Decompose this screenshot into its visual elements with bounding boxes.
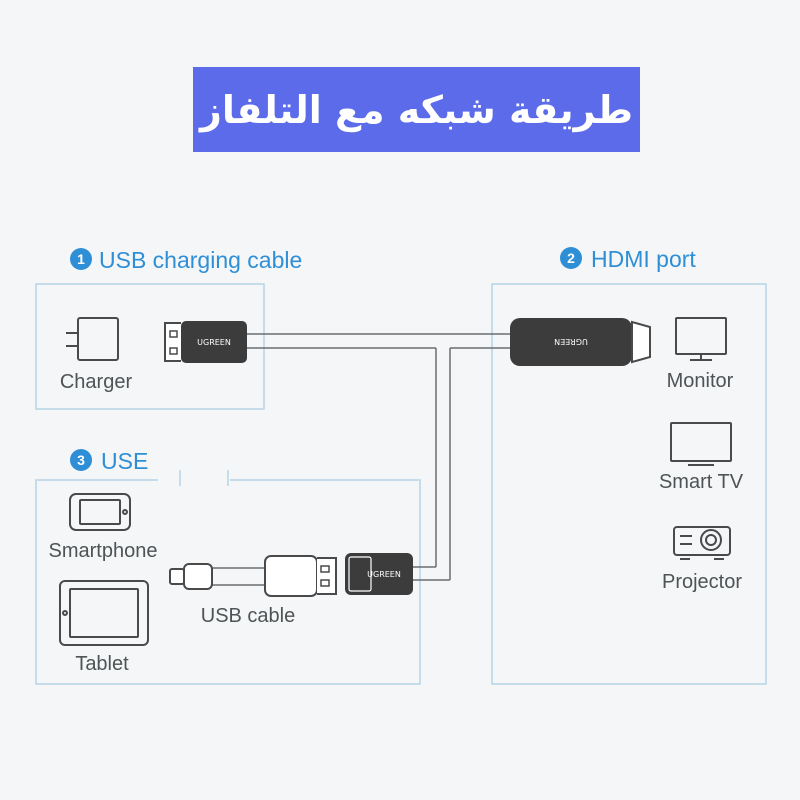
section-3-title: USE: [101, 448, 148, 474]
title-banner: طريقة شبكه مع التلفاز: [193, 67, 640, 152]
projector-label: Projector: [662, 571, 742, 593]
smartphone-icon: [69, 493, 131, 531]
section-1-title: USB charging cable: [99, 247, 302, 273]
tablet-icon: [59, 580, 149, 646]
usb-connector-brand: UGREEN: [197, 338, 231, 347]
cable-lines: [212, 333, 510, 586]
section-2-title: HDMI port: [591, 246, 696, 272]
usb-charging-connector: UGREEN: [164, 321, 247, 363]
micro-usb-plug: [169, 563, 213, 590]
section-1-number: 1: [77, 251, 85, 267]
section-2-number: 2: [567, 250, 575, 266]
charging-box: [35, 283, 265, 410]
usb-cable-label: USB cable: [201, 605, 296, 627]
usb-female-brand: UGREEN: [367, 570, 401, 579]
charger-icon: [66, 317, 119, 361]
smart-tv-icon: [670, 422, 732, 466]
projector-icon: [673, 526, 731, 560]
tablet-label: Tablet: [75, 653, 129, 675]
section-1-heading: 1 USB charging cable: [70, 247, 302, 273]
smart-tv-label: Smart TV: [659, 471, 744, 493]
section-2-heading: 2 HDMI port: [560, 246, 696, 272]
hdmi-connector: UGREEN: [510, 318, 651, 366]
hdmi-connector-brand: UGREEN: [554, 337, 588, 346]
charger-label: Charger: [60, 371, 133, 393]
monitor-label: Monitor: [667, 370, 734, 392]
use-box: [35, 479, 421, 685]
usb-male-plug: [264, 555, 337, 597]
section-3-heading: 3 USE: [70, 448, 148, 474]
hdmi-box: [491, 283, 767, 685]
monitor-icon: [675, 317, 727, 361]
usb-female-connector: UGREEN: [345, 553, 413, 595]
section-3-number: 3: [77, 452, 85, 468]
smartphone-label: Smartphone: [49, 540, 158, 562]
